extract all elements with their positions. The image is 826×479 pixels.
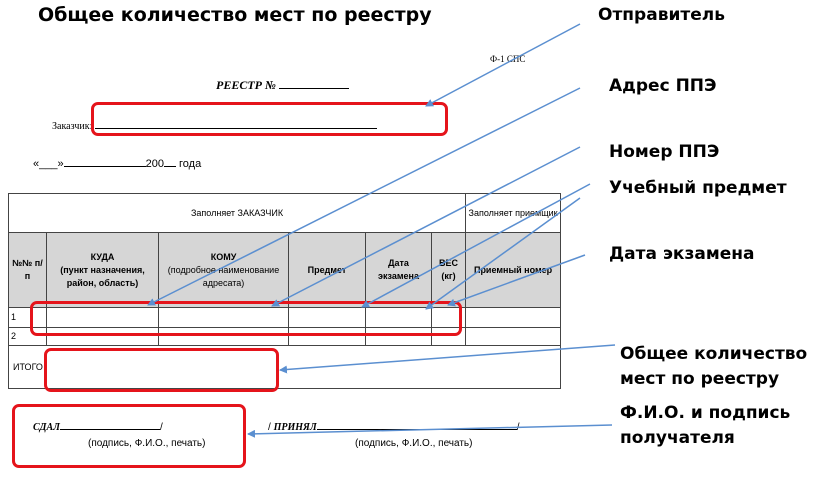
arrow-total-places	[279, 344, 616, 374]
registry-number-line	[278, 78, 349, 89]
registry-label: РЕЕСТР №	[216, 78, 276, 92]
col-subject: Предмет	[288, 232, 366, 308]
date-year: 200	[145, 158, 164, 170]
handed-line	[60, 420, 161, 430]
customer-line	[94, 119, 377, 129]
customer-field: Заказчик:	[52, 119, 377, 132]
table-row: 2	[8, 327, 562, 346]
col-where-sub: (пункт назначения, район, область)	[60, 264, 145, 288]
arrow-weight	[447, 254, 586, 307]
date-suffix: года	[179, 158, 202, 170]
annotation-total-places: Общее количество мест по реестру	[620, 342, 807, 392]
col-whom-title: КОМУ	[210, 251, 237, 262]
handed-signature: СДАЛ/	[33, 420, 163, 433]
annotation-total-places-line2: мест по реестру	[620, 369, 780, 389]
handed-signature-caption: (подпись, Ф.И.О., печать)	[88, 438, 206, 449]
annotation-exam-date: Дата экзамена	[609, 244, 755, 264]
date-day-line	[63, 157, 146, 167]
annotation-ppe-number: Номер ППЭ	[609, 142, 720, 162]
col-receipt-number: Приемный номер	[465, 232, 562, 308]
arrow-exam-date	[425, 197, 581, 310]
col-num: №№ п/п	[8, 232, 47, 308]
signature-highlight-box	[12, 404, 246, 468]
col-where: КУДА (пункт назначения, район, область)	[46, 232, 159, 308]
form-code: Ф-1 СПС	[490, 54, 526, 64]
arrow-sender	[425, 23, 581, 107]
col-whom: КОМУ (подробное наименование адресата)	[158, 232, 289, 308]
annotation-sender: Отправитель	[598, 5, 725, 25]
annotation-recipient: Ф.И.О. и подпись получателя	[620, 401, 790, 451]
arrow-recipient	[247, 424, 613, 438]
registry-table: Заполняет ЗАКАЗЧИК Заполняет приемщик №№…	[7, 193, 562, 389]
annotation-recipient-line2: получателя	[620, 428, 735, 448]
registry-title: РЕЕСТР №	[216, 78, 349, 93]
arrow-ppe-number	[271, 146, 581, 307]
annotation-ppe-address: Адрес ППЭ	[609, 76, 717, 96]
annotation-subject: Учебный предмет	[609, 178, 787, 198]
col-where-title: КУДА	[90, 251, 115, 262]
date-year-line	[163, 157, 176, 167]
page-heading: Общее количество мест по реестру	[38, 4, 432, 26]
customer-label: Заказчик:	[52, 121, 93, 132]
handed-label: СДАЛ	[33, 422, 61, 433]
received-signature-caption: (подпись, Ф.И.О., печать)	[355, 438, 473, 449]
date-field: «___» 200 года	[33, 157, 201, 170]
customer-highlight-box	[91, 102, 448, 136]
row-highlight-box	[30, 301, 462, 336]
arrow-ppe-address	[147, 87, 581, 306]
received-label: ПРИНЯЛ	[273, 422, 317, 433]
total-highlight-box	[44, 348, 279, 392]
date-prefix: «___»	[33, 158, 64, 170]
col-whom-sub: (подробное наименование адресата)	[167, 264, 280, 288]
annotation-total-places-line1: Общее количество	[620, 344, 808, 364]
col-exam-date: Дата экзамена	[365, 232, 432, 308]
arrow-subject	[361, 183, 591, 308]
annotation-recipient-line1: Ф.И.О. и подпись	[620, 403, 791, 423]
